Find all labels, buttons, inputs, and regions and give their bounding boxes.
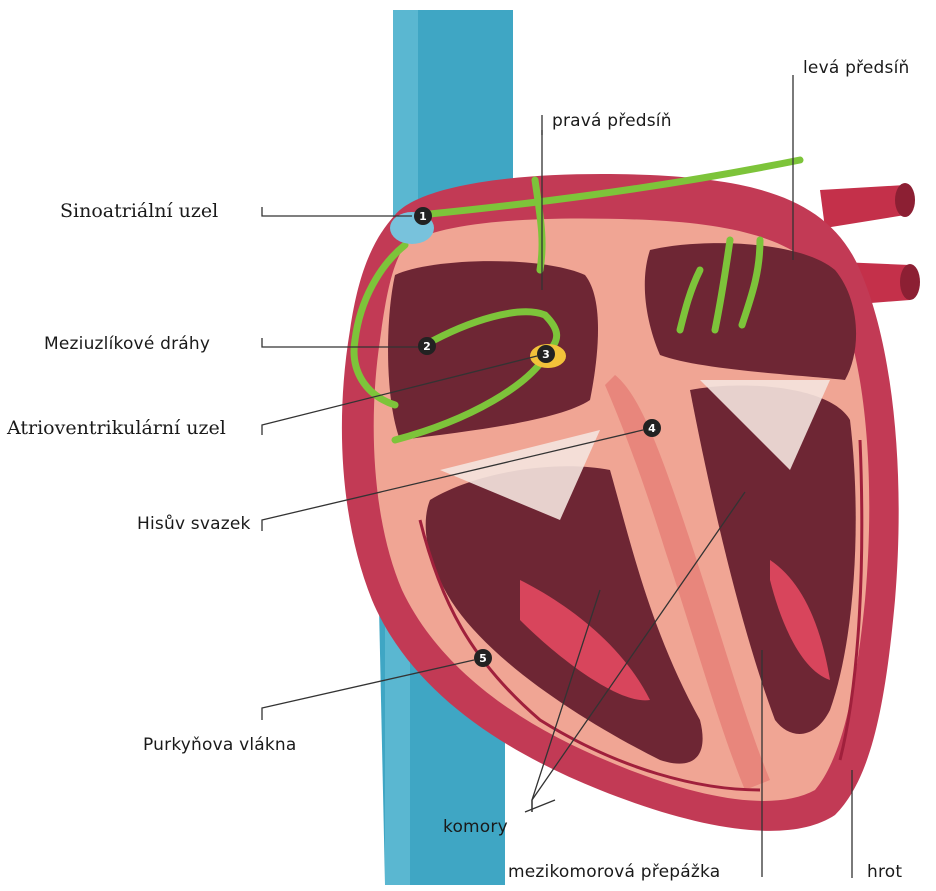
marker-2: 2 — [418, 337, 436, 355]
marker-5: 5 — [474, 649, 492, 667]
marker-4: 4 — [643, 419, 661, 437]
svg-text:5: 5 — [479, 652, 487, 665]
marker-3: 3 — [537, 345, 555, 363]
marker-1: 1 — [414, 207, 432, 225]
label-apex: hrot — [867, 862, 902, 882]
label-left-atrium: levá předsíň — [803, 58, 909, 78]
left-atrium-chamber — [645, 243, 856, 380]
label-sinoatrial-node: Sinoatriální uzel — [60, 200, 218, 222]
label-septum: mezikomorová přepážka — [508, 862, 720, 882]
svg-text:4: 4 — [648, 422, 656, 435]
label-purkinje-fibers: Purkyňova vlákna — [143, 735, 297, 755]
svg-text:2: 2 — [423, 340, 431, 353]
label-right-atrium: pravá předsíň — [552, 111, 672, 131]
svg-text:1: 1 — [419, 210, 427, 223]
svg-text:3: 3 — [542, 348, 550, 361]
label-ventricles: komory — [443, 817, 508, 837]
label-his-bundle: Hisův svazek — [137, 514, 251, 534]
label-internodal-pathways: Meziuzlíkové dráhy — [44, 334, 210, 354]
label-av-node: Atrioventrikulární uzel — [7, 417, 226, 439]
